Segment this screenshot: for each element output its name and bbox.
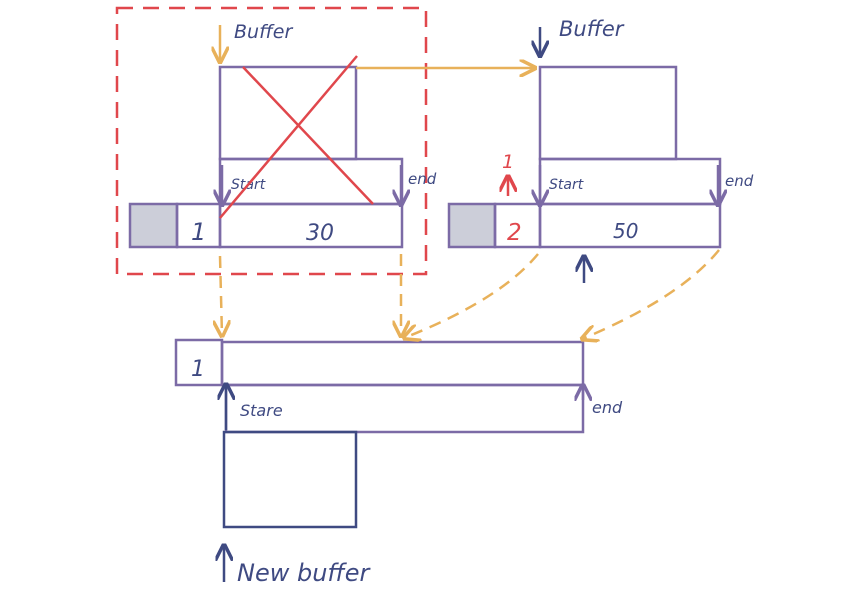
- right-buffer-label: Buffer: [559, 17, 625, 41]
- right-count-old-value: 1: [502, 151, 514, 173]
- merged-header-length-cell: [220, 340, 585, 387]
- merged-count-value: 1: [191, 357, 205, 382]
- right-header-length-cell: [538, 202, 722, 249]
- copy-arrow-right-end: [582, 249, 720, 339]
- right-count-new-value: 2: [507, 220, 522, 246]
- left-header-length-cell: [218, 202, 404, 249]
- delete-cross-stroke-b: [219, 55, 358, 219]
- merged-start-label: Stare: [240, 401, 283, 420]
- right-start-label: Start: [549, 177, 584, 193]
- delete-region-dashed-box: [115, 6, 428, 276]
- new-buffer-label: New buffer: [237, 559, 372, 587]
- delete-cross-stroke-a: [242, 66, 374, 205]
- left-header-gray-cell: [128, 202, 179, 249]
- right-length-value: 50: [613, 219, 638, 243]
- new-buffer-block: [222, 430, 358, 529]
- right-header-gray-cell: [447, 202, 497, 249]
- right-buffer-block: [538, 65, 678, 161]
- right-end-label: end: [725, 172, 754, 190]
- copy-arrow-left-start: [220, 255, 222, 336]
- left-length-value: 30: [306, 221, 334, 246]
- left-buffer-label: Buffer: [234, 21, 293, 43]
- merged-end-label: end: [592, 398, 623, 417]
- left-count-value: 1: [191, 218, 206, 246]
- copy-arrow-right-start: [404, 253, 539, 338]
- left-end-label: end: [408, 170, 437, 188]
